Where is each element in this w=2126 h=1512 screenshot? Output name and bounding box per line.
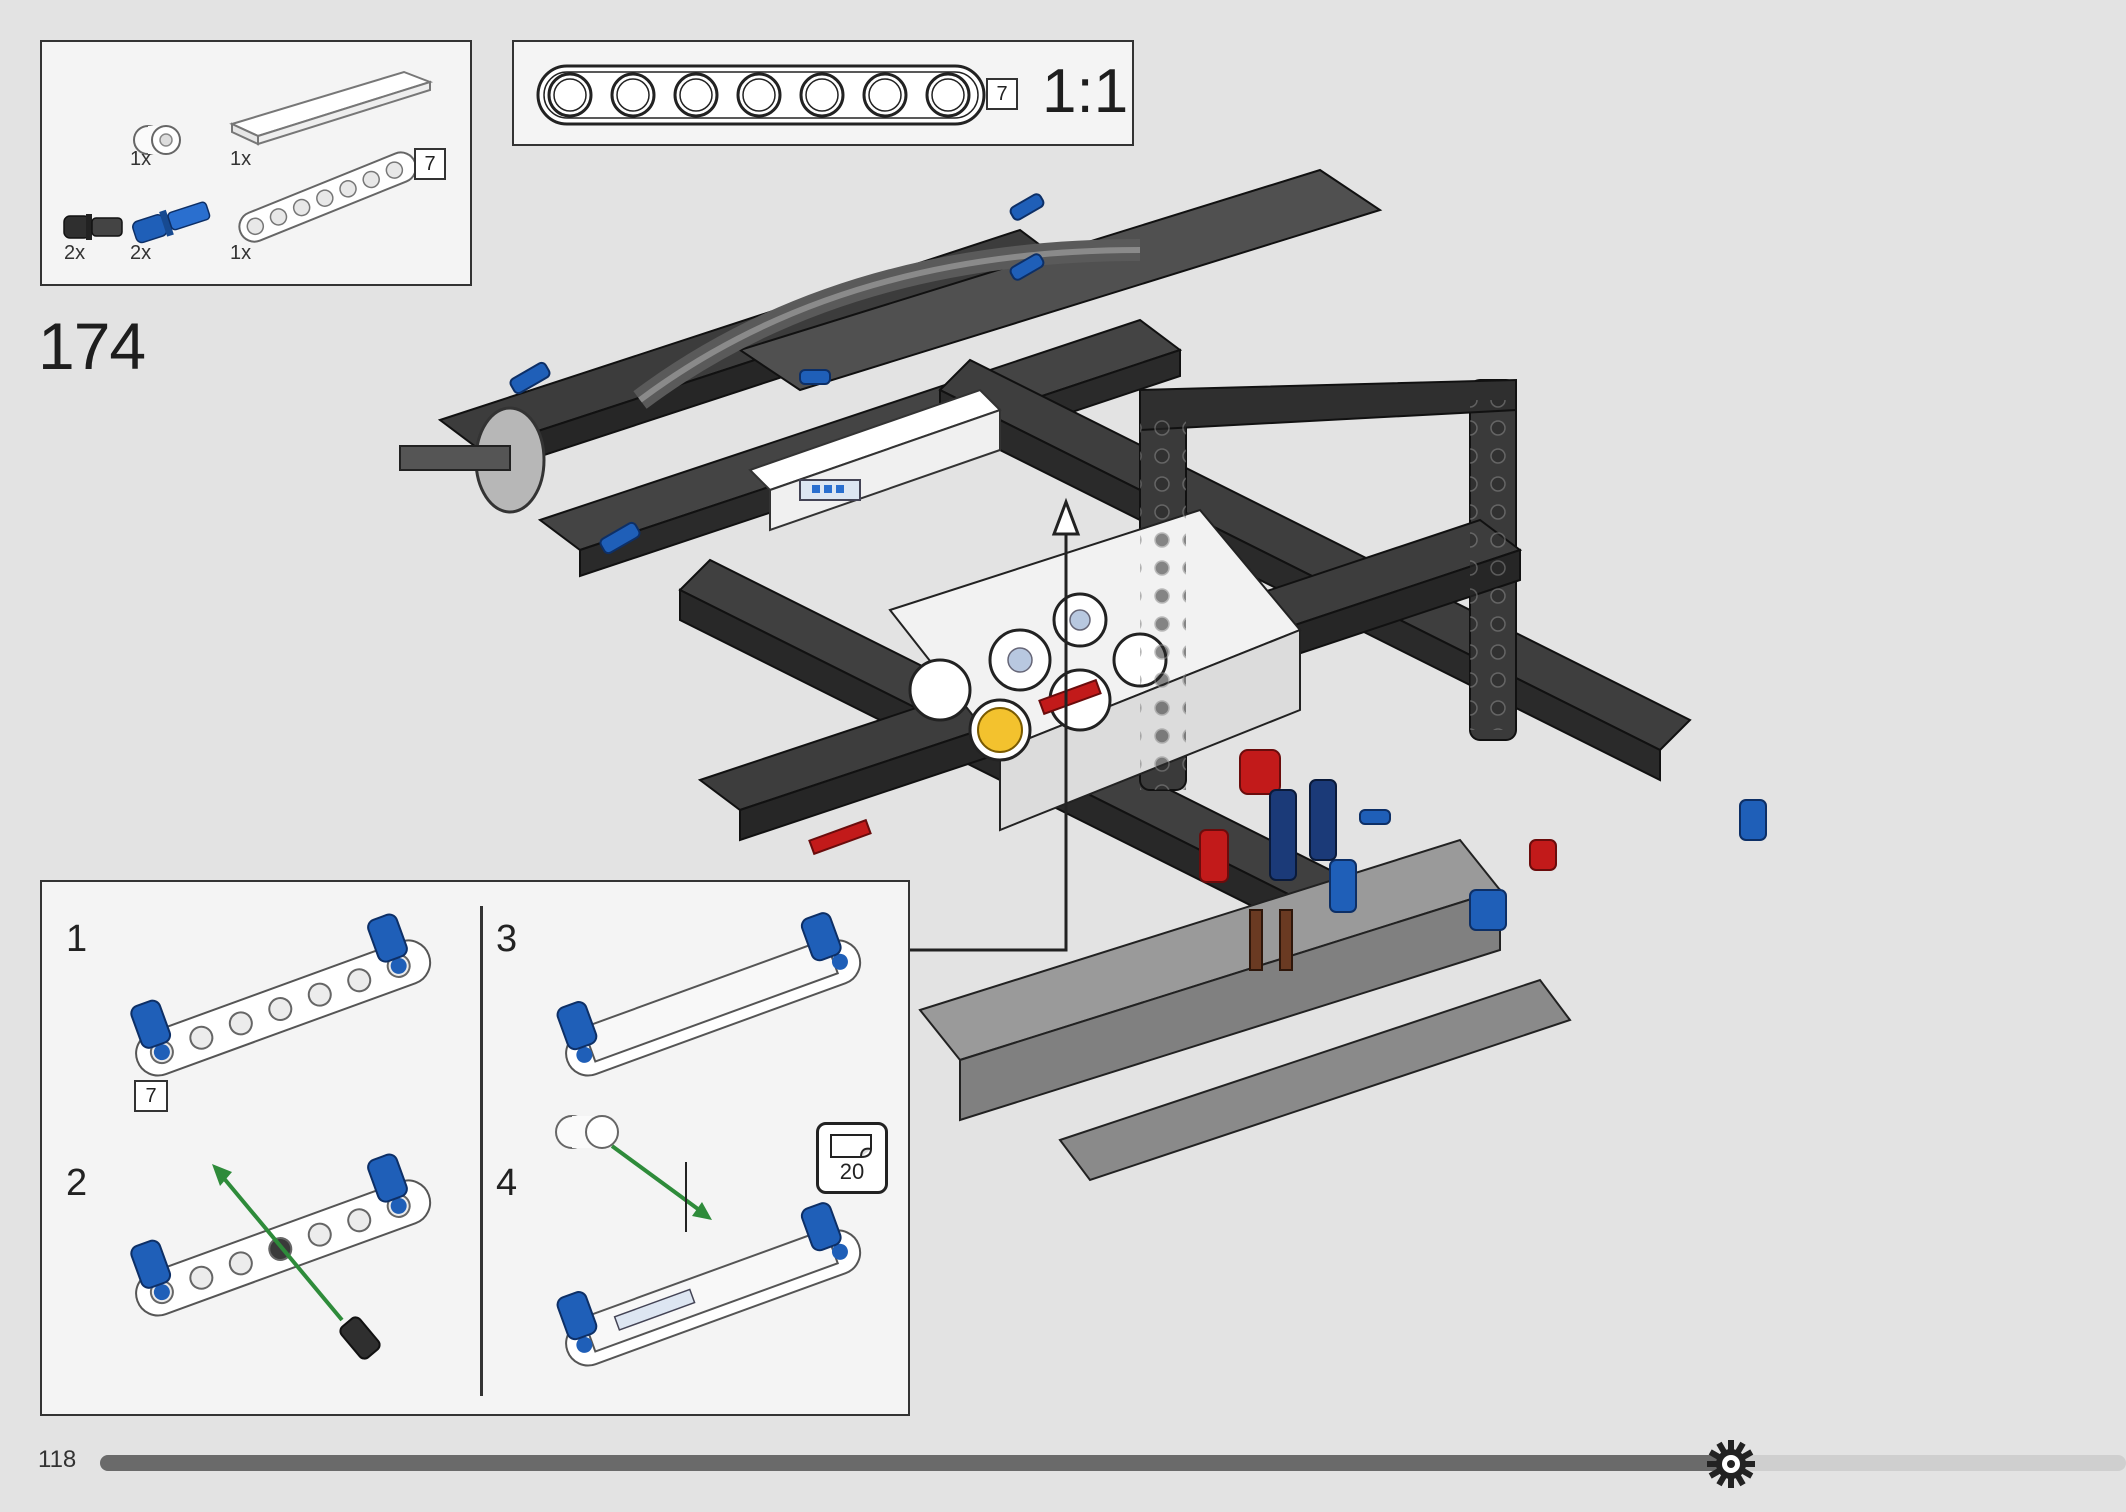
progress-bar-fill [100, 1455, 1731, 1471]
white-beam-7-qty: 1x [230, 242, 252, 264]
substep-number-4: 4 [496, 1162, 518, 1204]
substep-number-3: 3 [496, 918, 518, 960]
sticker-callout: 20 [816, 1122, 888, 1194]
progress-marker-gear-icon [1707, 1440, 1755, 1488]
white-bushing-qty: 1x [130, 148, 152, 170]
substep-number-1: 1 [66, 918, 88, 960]
black-axle-pin-qty: 2x [64, 242, 86, 264]
blue-axle-pin-qty: 2x [130, 242, 152, 264]
white-flat-tile-qty: 1x [230, 148, 252, 170]
substep-4-beam-illustration [555, 1115, 862, 1367]
step-number: 174 [38, 309, 146, 383]
substep-2-beam-illustration [130, 1153, 432, 1360]
scale-callout-panel: 7 1:1 [512, 40, 1134, 146]
parts-list-panel: 1x 1x 2x 2x 7 1x [40, 40, 472, 286]
black-axle-pin-part-icon [63, 214, 123, 240]
substep-3-beam-illustration [556, 912, 862, 1077]
sticker-icon [830, 1134, 872, 1158]
beam-scale-outline [536, 64, 986, 126]
chassis-assembly-illustration [399, 168, 1767, 1182]
insert-arrow-green [220, 1174, 344, 1322]
substep-divider [480, 906, 483, 1396]
white-beam-7-part-icon [238, 151, 417, 243]
blue-axle-pin-part-icon [132, 201, 211, 244]
white-bushing-part-icon [133, 125, 181, 155]
substep-panel: 1 2 3 4 7 [40, 880, 910, 1416]
page-number: 118 [38, 1446, 77, 1473]
scale-ratio-text: 1:1 [1042, 57, 1129, 126]
sticker-number: 20 [839, 1159, 865, 1184]
progress-bar-track [100, 1455, 2126, 1471]
scale-beam-length-box: 7 [986, 78, 1018, 110]
substep-1-length-box: 7 [134, 1080, 168, 1112]
substep-number-2: 2 [66, 1162, 88, 1204]
substep-1-beam-illustration [130, 913, 432, 1077]
parts-beam-length-box: 7 [414, 148, 446, 180]
white-flat-tile-part-icon [229, 70, 434, 146]
